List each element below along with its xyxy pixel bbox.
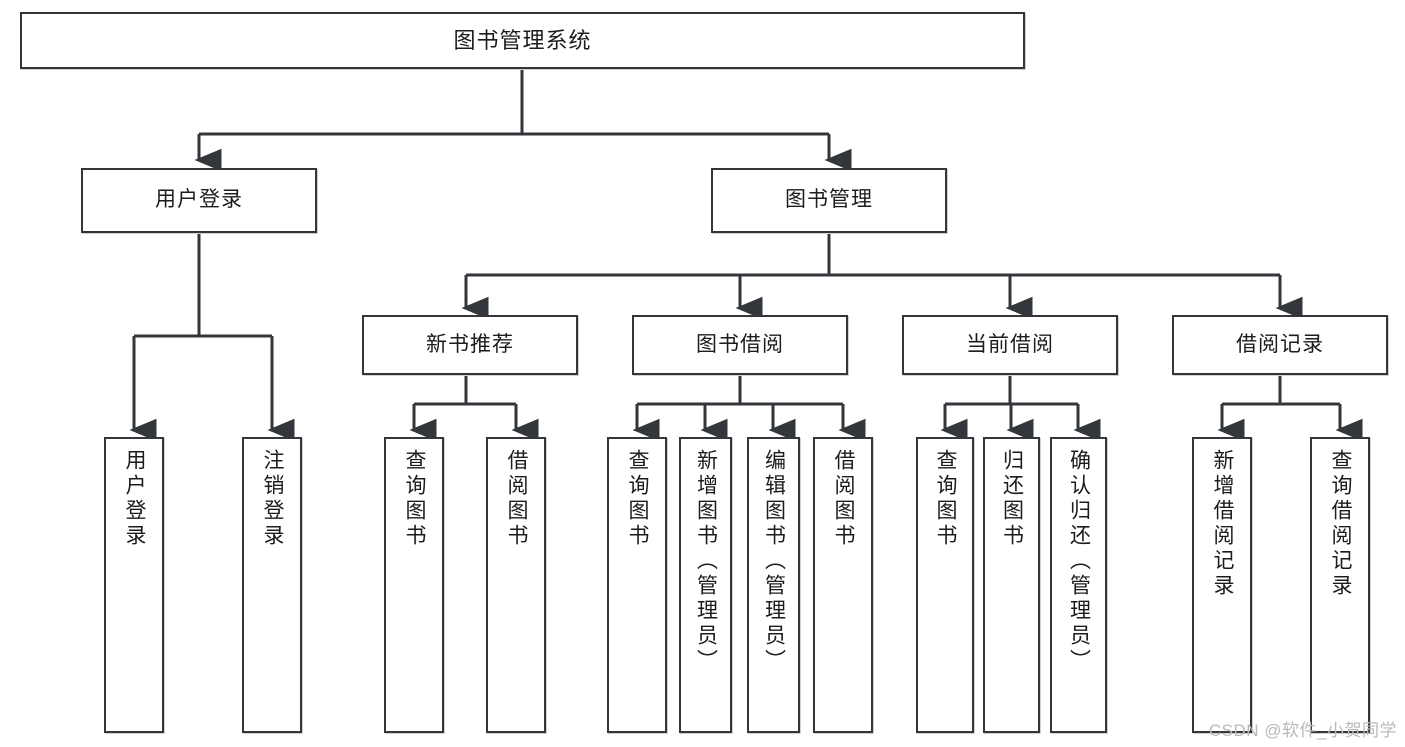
node-label: 图书管理系统 (453, 27, 592, 53)
node-borrow-record[interactable]: 借阅记录 (1172, 315, 1388, 375)
node-label: 图书管理 (785, 188, 873, 212)
node-book-management[interactable]: 图书管理 (711, 168, 947, 233)
leaf-current-query-book[interactable]: 查询图书 (916, 437, 974, 733)
node-current-borrow[interactable]: 当前借阅 (902, 315, 1118, 375)
leaf-record-query[interactable]: 查询借阅记录 (1310, 437, 1370, 733)
node-label: 新增图书（管理员） (694, 449, 718, 674)
leaf-borrow-query-book[interactable]: 查询图书 (607, 437, 667, 733)
node-label: 查询图书 (626, 449, 650, 549)
node-label: 新增借阅记录 (1211, 449, 1235, 599)
node-label: 编辑图书（管理员） (762, 449, 786, 674)
node-label: 查询图书 (403, 449, 427, 549)
node-label: 用户登录 (123, 449, 147, 549)
node-root-system[interactable]: 图书管理系统 (20, 12, 1025, 69)
node-label: 借阅图书 (832, 449, 856, 549)
node-label: 借阅图书 (505, 449, 529, 549)
leaf-new-book-borrow[interactable]: 借阅图书 (486, 437, 546, 733)
leaf-current-return-book[interactable]: 归还图书 (983, 437, 1040, 733)
node-label: 注销登录 (261, 449, 285, 549)
leaf-user-login-login[interactable]: 用户登录 (104, 437, 164, 733)
node-label: 用户登录 (155, 188, 243, 212)
node-label: 图书借阅 (696, 332, 784, 356)
node-label: 查询图书 (934, 449, 958, 549)
node-book-borrow[interactable]: 图书借阅 (632, 315, 848, 375)
node-label: 确认归还（管理员） (1067, 449, 1091, 674)
leaf-borrow-borrow-book[interactable]: 借阅图书 (813, 437, 873, 733)
leaf-borrow-edit-book[interactable]: 编辑图书（管理员） (747, 437, 800, 733)
watermark-text: CSDN @软件_小贺同学 (1208, 721, 1397, 740)
node-label: 当前借阅 (966, 332, 1054, 356)
node-label: 归还图书 (1000, 449, 1024, 549)
leaf-new-book-query[interactable]: 查询图书 (384, 437, 444, 733)
leaf-borrow-add-book[interactable]: 新增图书（管理员） (679, 437, 732, 733)
node-new-book-recommend[interactable]: 新书推荐 (362, 315, 578, 375)
node-label: 查询借阅记录 (1329, 449, 1353, 599)
node-label: 新书推荐 (426, 332, 514, 356)
leaf-user-login-logout[interactable]: 注销登录 (242, 437, 302, 733)
node-label: 借阅记录 (1236, 332, 1324, 356)
node-user-login[interactable]: 用户登录 (81, 168, 317, 233)
leaf-current-confirm-return[interactable]: 确认归还（管理员） (1050, 437, 1107, 733)
leaf-record-add[interactable]: 新增借阅记录 (1192, 437, 1252, 733)
